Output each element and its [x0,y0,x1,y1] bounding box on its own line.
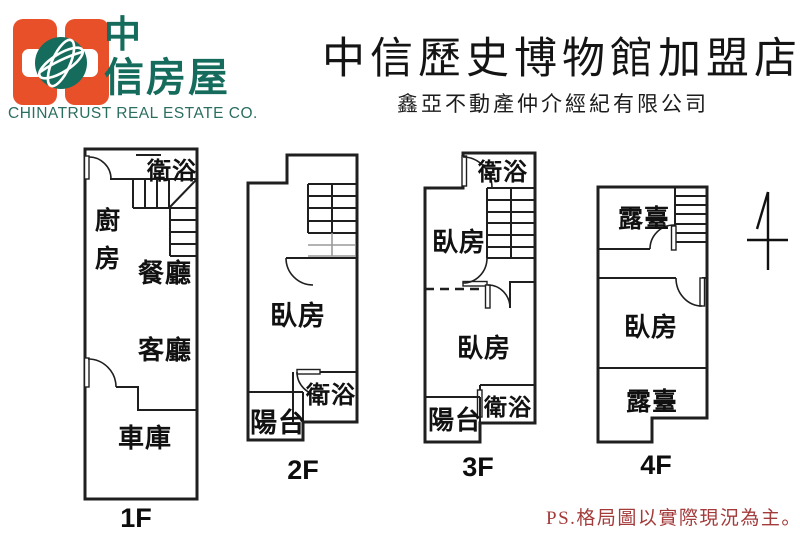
room-label-4f-bedroom: 臥房 [624,313,679,342]
brand-name-line2: 信房屋 [104,55,230,100]
floor-label-3f: 3F [462,452,494,482]
room-label-3f-bedroom-bottom: 臥房 [457,334,512,363]
room-label-2f-balcony: 陽台 [250,408,306,438]
room-label-1f-kitchen: 廚房 [95,208,121,273]
room-label-1f-dining: 餐廳 [138,259,193,288]
floorplan-4f [596,185,709,444]
agency-subtitle: 鑫亞不動產仲介經紀有限公司 [397,92,709,116]
brand-company-en: CHINATRUST REAL ESTATE CO. [8,105,258,122]
room-label-3f-bath-top: 衛浴 [478,160,528,186]
floor-label-1f: 1F [120,503,152,533]
room-label-1f-bath: 衛浴 [147,159,197,185]
chinatrust-logo-icon [12,14,110,108]
room-label-3f-balcony: 陽台 [428,406,483,435]
floorplan-3f [423,151,537,444]
brand-name-line1: 中 [104,15,143,56]
room-label-2f-bath: 衛浴 [306,383,356,409]
room-label-1f-garage: 車庫 [118,424,173,453]
disclaimer-note: PS.格局圖以實際現況為主。 [546,508,800,529]
floor-label-4f: 4F [640,450,672,480]
floorplan-1f [83,147,199,501]
floor-label-2f: 2F [287,455,319,485]
room-label-3f-bedroom-top: 臥房 [432,228,487,257]
north-arrow-icon [747,191,788,270]
room-label-3f-bath-bottom: 衛浴 [484,395,532,420]
store-title: 中信歷史博物館加盟店 [322,36,800,83]
floorplan-2f [246,153,359,442]
room-label-4f-terrace-bottom: 露臺 [626,389,679,416]
room-label-2f-bedroom: 臥房 [270,301,326,331]
room-label-1f-living: 客廳 [138,336,193,365]
room-label-4f-terrace-top: 露臺 [618,206,671,233]
